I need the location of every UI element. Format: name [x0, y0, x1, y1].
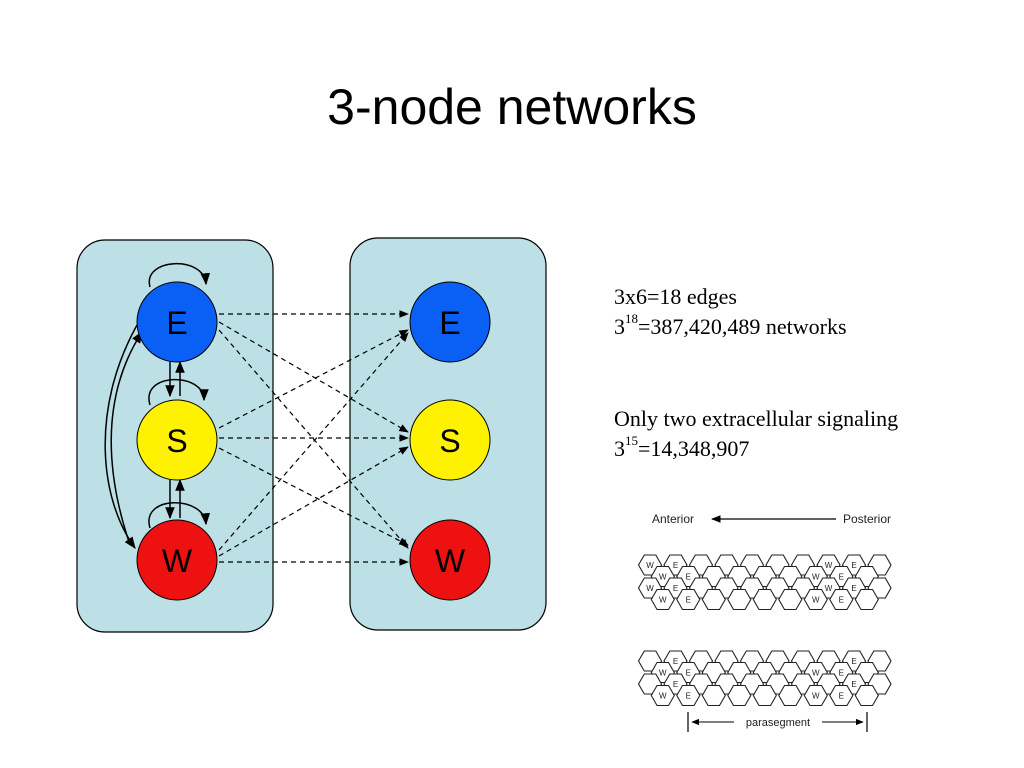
anterior-label: Anterior: [652, 512, 694, 526]
hex-cell: [650, 684, 675, 707]
hex-cell: [650, 588, 675, 611]
hex-cell: [676, 588, 701, 611]
hex-cell-label: E: [686, 573, 691, 582]
left-node-w: [136, 519, 218, 601]
hex-cell-label: W: [646, 561, 654, 570]
right-node-e: [409, 281, 491, 363]
right-node-w: [409, 519, 491, 601]
left-node-e-label: E: [166, 305, 187, 341]
hex-cell-label: E: [839, 692, 844, 701]
hex-cell-label: E: [839, 669, 844, 678]
hex-cell-label: E: [673, 657, 678, 666]
signaling-line: Only two extracellular signaling: [614, 406, 899, 431]
right-node-s-label: S: [439, 423, 460, 459]
edges-line: 3x6=18 edges: [614, 284, 737, 309]
hex-cell-label: W: [646, 584, 654, 593]
networks-base: 3: [614, 314, 625, 339]
networks-line: 318=387,420,489 networks: [614, 311, 847, 342]
hex-cell-label: W: [825, 584, 833, 593]
hex-cell-label: W: [812, 669, 820, 678]
hex-cell: [676, 684, 701, 707]
hex-cell-label: W: [659, 573, 667, 582]
hex-cell-label: W: [659, 596, 667, 605]
hex-cell: [854, 684, 879, 707]
hex-cell: [829, 684, 854, 707]
hex-cell-label: E: [673, 561, 678, 570]
hex-cell: [752, 684, 777, 707]
hex-cell-label: E: [839, 573, 844, 582]
signaling-stat: Only two extracellular signaling 315=14,…: [614, 404, 898, 464]
left-node-s-label: S: [166, 423, 187, 459]
hex-cell: [701, 588, 726, 611]
hex-cell-label: E: [673, 680, 678, 689]
hex-cell: [778, 588, 803, 611]
left-node-w-label: W: [162, 543, 193, 579]
hex-cell-label: W: [812, 692, 820, 701]
hex-cell-label: E: [686, 596, 691, 605]
hex-cell: [854, 588, 879, 611]
networks-exponent: 18: [625, 311, 638, 326]
hex-cell-label: E: [851, 561, 856, 570]
right-node-w-label: W: [435, 543, 466, 579]
signaling-exponent: 15: [625, 433, 638, 448]
hex-cell: [701, 684, 726, 707]
hex-cell-label: E: [686, 669, 691, 678]
signaling-count: =14,348,907: [638, 436, 750, 461]
left-node-e: [136, 281, 218, 363]
hex-cell: [803, 684, 828, 707]
hex-cell-label: E: [686, 692, 691, 701]
hex-cell-label: E: [839, 596, 844, 605]
hex-cell-label: W: [659, 692, 667, 701]
hex-cell-label: E: [851, 680, 856, 689]
signaling-count-line: 315=14,348,907: [614, 433, 898, 464]
hex-cell-label: W: [812, 573, 820, 582]
hex-cell: [803, 588, 828, 611]
slide-title: 3-node networks: [327, 79, 697, 135]
left-internal-edges: [104, 263, 211, 549]
hex-cell-label: E: [673, 584, 678, 593]
right-nodes: E S W: [409, 281, 491, 601]
right-node-e-label: E: [439, 305, 460, 341]
hex-cell: [752, 588, 777, 611]
hex-cell-label: W: [659, 669, 667, 678]
signaling-base: 3: [614, 436, 625, 461]
networks-count: =387,420,489 networks: [638, 314, 847, 339]
hex-cell-label: W: [812, 596, 820, 605]
hex-cell-label: W: [825, 561, 833, 570]
hex-cell-label: E: [851, 584, 856, 593]
left-nodes: E S W: [136, 281, 218, 601]
posterior-label: Posterior: [843, 512, 891, 526]
parasegment-label: parasegment: [746, 717, 810, 729]
left-node-s: [136, 399, 218, 481]
dashed-edges: [218, 310, 409, 566]
hex-cell: [778, 684, 803, 707]
hex-cell: [829, 588, 854, 611]
right-node-s: [409, 399, 491, 481]
hex-cell-label: E: [851, 657, 856, 666]
hex-cell: [727, 588, 752, 611]
hex-cell: [727, 684, 752, 707]
edges-stat: 3x6=18 edges 318=387,420,489 networks: [614, 282, 847, 342]
